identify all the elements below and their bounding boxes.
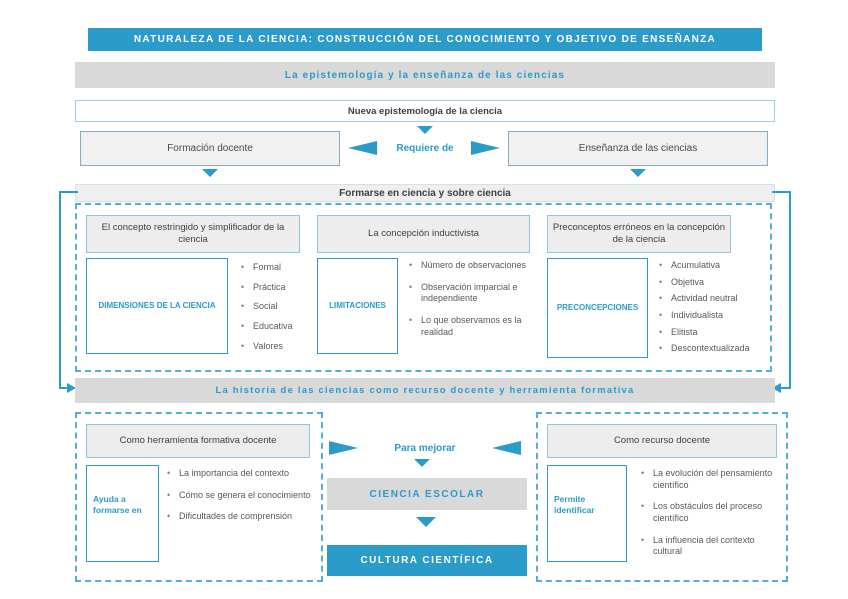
connector-line-right (789, 191, 791, 389)
connector-line-left (59, 191, 61, 389)
permite-identificar-bullet-list: La evolución del pensamiento científico … (640, 468, 778, 568)
requiere-de-label: Requiere de (396, 142, 454, 154)
dimensiones-label-box: DIMENSIONES DE LA CIENCIA (86, 258, 228, 354)
middle-dashed-container (75, 203, 772, 372)
list-item: Elitista (658, 327, 770, 339)
preconcepciones-label-box: PRECONCEPCIONES (547, 258, 648, 358)
column-header-preconceptos: Preconceptos erróneos en la concepción d… (547, 215, 731, 253)
para-mejorar-label: Para mejorar (394, 442, 456, 454)
list-item: La evolución del pensamiento científico (640, 468, 778, 491)
limitaciones-label-box: LIMITACIONES (317, 258, 398, 354)
arrow-left-icon (772, 383, 781, 393)
page-title: NATURALEZA DE LA CIENCIA: CONSTRUCCIÓN D… (88, 28, 762, 51)
list-item: La importancia del contexto (166, 468, 311, 480)
bottom-left-dashed-container (75, 412, 323, 582)
list-item: Lo que observamos es la realidad (408, 315, 530, 338)
nueva-epistemologia-box: Nueva epistemología de la ciencia (75, 100, 775, 122)
list-item: Descontextualizada (658, 343, 770, 355)
list-item: Dificultades de comprensión (166, 511, 311, 523)
arrow-down-icon (414, 459, 430, 467)
arrow-down-icon (202, 169, 218, 177)
section-bar-epistemologia: La epistemología y la enseñanza de las c… (75, 62, 775, 88)
arrow-down-icon (630, 169, 646, 177)
list-item: Formal (240, 262, 315, 274)
preconcepciones-bullet-list: Acumulativa Objetiva Actividad neutral I… (658, 260, 770, 360)
arrow-right-icon (67, 383, 76, 393)
arrow-down-icon (416, 517, 436, 527)
connector-line-left (59, 387, 69, 389)
ciencia-escolar-box: CIENCIA ESCOLAR (327, 478, 527, 510)
list-item: Observación imparcial e independiente (408, 282, 530, 305)
ayuda-formarse-bullet-list: La importancia del contexto Cómo se gene… (166, 468, 311, 533)
dimensiones-bullet-list: Formal Práctica Social Educativa Valores (240, 262, 315, 360)
list-item: Valores (240, 341, 315, 353)
bottom-right-dashed-container (536, 412, 788, 582)
section-bar-historia: La historia de las ciencias como recurso… (75, 378, 775, 403)
list-item: Actividad neutral (658, 293, 770, 305)
list-item: Individualista (658, 310, 770, 322)
list-item: Práctica (240, 282, 315, 294)
arrow-right-icon (329, 441, 358, 455)
ensenanza-ciencias-box: Enseñanza de las ciencias (508, 131, 768, 166)
ayuda-formarse-label-box: Ayuda a formarse en (86, 465, 159, 562)
list-item: Número de observaciones (408, 260, 530, 272)
connector-line-right (772, 191, 791, 193)
list-item: Educativa (240, 321, 315, 333)
column-header-concepto-restringido: El concepto restringido y simplificador … (86, 215, 300, 253)
permite-identificar-label-box: Permite identificar (547, 465, 627, 562)
connector-line-right (781, 387, 791, 389)
arrow-right-icon (471, 141, 500, 155)
list-item: Los obstáculos del proceso científico (640, 501, 778, 524)
list-item: Acumulativa (658, 260, 770, 272)
list-item: Social (240, 301, 315, 313)
limitaciones-bullet-list: Número de observaciones Observación impa… (408, 260, 530, 348)
arrow-left-icon (348, 141, 377, 155)
cultura-cientifica-box: CULTURA CIENTÍFICA (327, 545, 527, 576)
list-item: Cómo se genera el conocimiento (166, 490, 311, 502)
column-header-recurso-docente: Como recurso docente (547, 424, 777, 458)
formarse-bar: Formarse en ciencia y sobre ciencia (75, 184, 775, 202)
connector-line-left (59, 191, 78, 193)
arrow-down-icon (417, 126, 433, 134)
arrow-left-icon (492, 441, 521, 455)
formacion-docente-box: Formación docente (80, 131, 340, 166)
column-header-herramienta-formativa: Como herramienta formativa docente (86, 424, 310, 458)
column-header-concepcion-inductivista: La concepción inductivista (317, 215, 530, 253)
list-item: La influencia del contexto cultural (640, 535, 778, 558)
list-item: Objetiva (658, 277, 770, 289)
